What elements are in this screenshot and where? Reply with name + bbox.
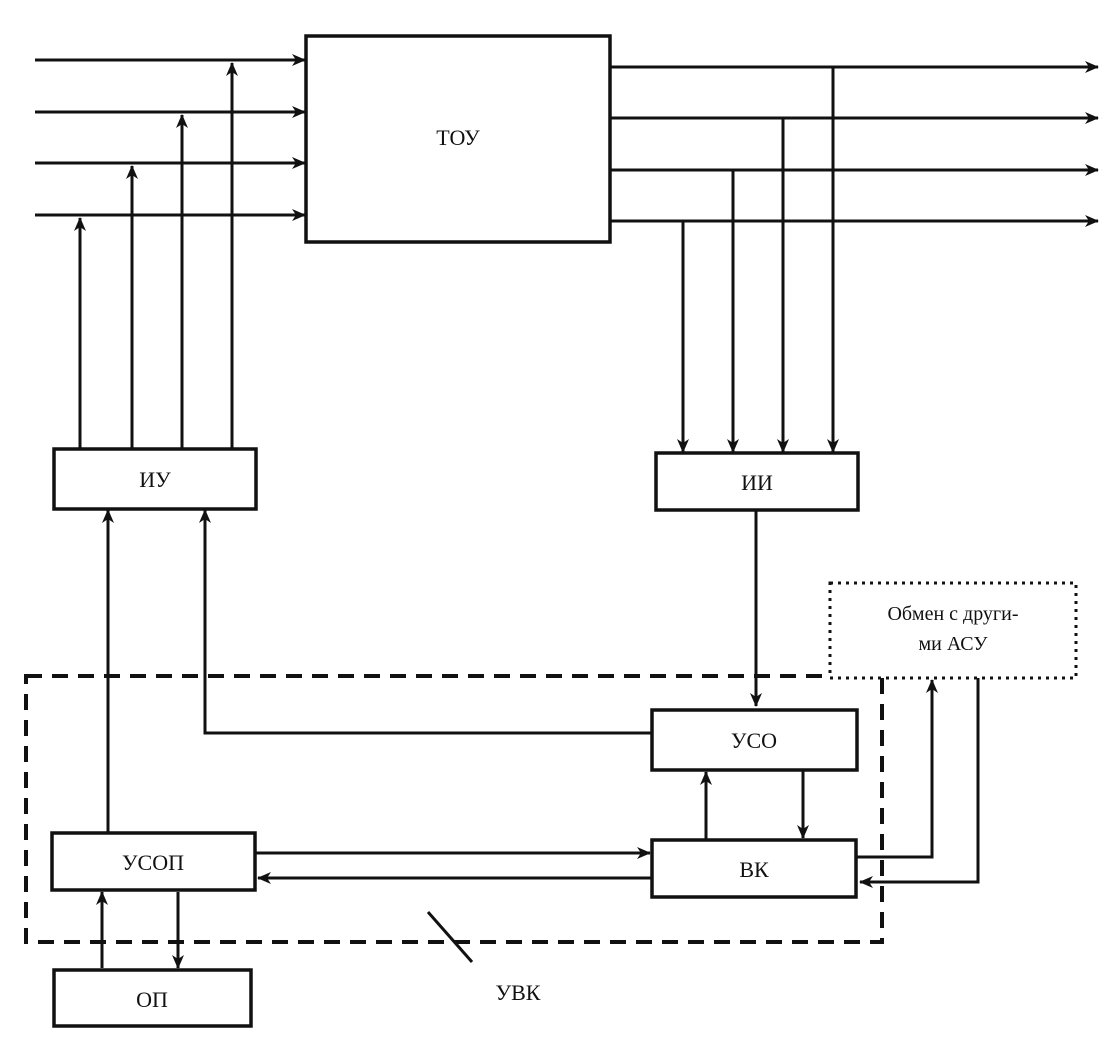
iu-block <box>52 447 258 511</box>
uso-block <box>650 708 859 772</box>
iu-label: ИУ <box>139 467 171 492</box>
vk-block <box>650 838 858 899</box>
ii-block <box>654 451 860 512</box>
usop-block <box>50 831 257 892</box>
exchange-box <box>828 581 1078 680</box>
usop-label: УСОП <box>122 850 184 875</box>
op-block <box>52 968 253 1028</box>
uvk-leader-line <box>426 911 474 963</box>
vk-to-exchange-arrow <box>856 679 938 859</box>
uso-label: УСО <box>731 728 777 753</box>
exchange-to-vk-arrow <box>859 678 980 888</box>
vk-label: ВК <box>739 857 769 882</box>
exchange-label-line1: Обмен с други- <box>887 603 1018 625</box>
op-label: ОП <box>136 987 168 1012</box>
exchange-label-line2: ми АСУ <box>918 633 988 655</box>
uso-to-iu-arrow <box>199 509 652 735</box>
ii-label: ИИ <box>741 470 773 495</box>
tou-label: ТОУ <box>436 125 480 150</box>
uvk-label: УВК <box>496 980 541 1005</box>
tou-block <box>304 34 612 244</box>
